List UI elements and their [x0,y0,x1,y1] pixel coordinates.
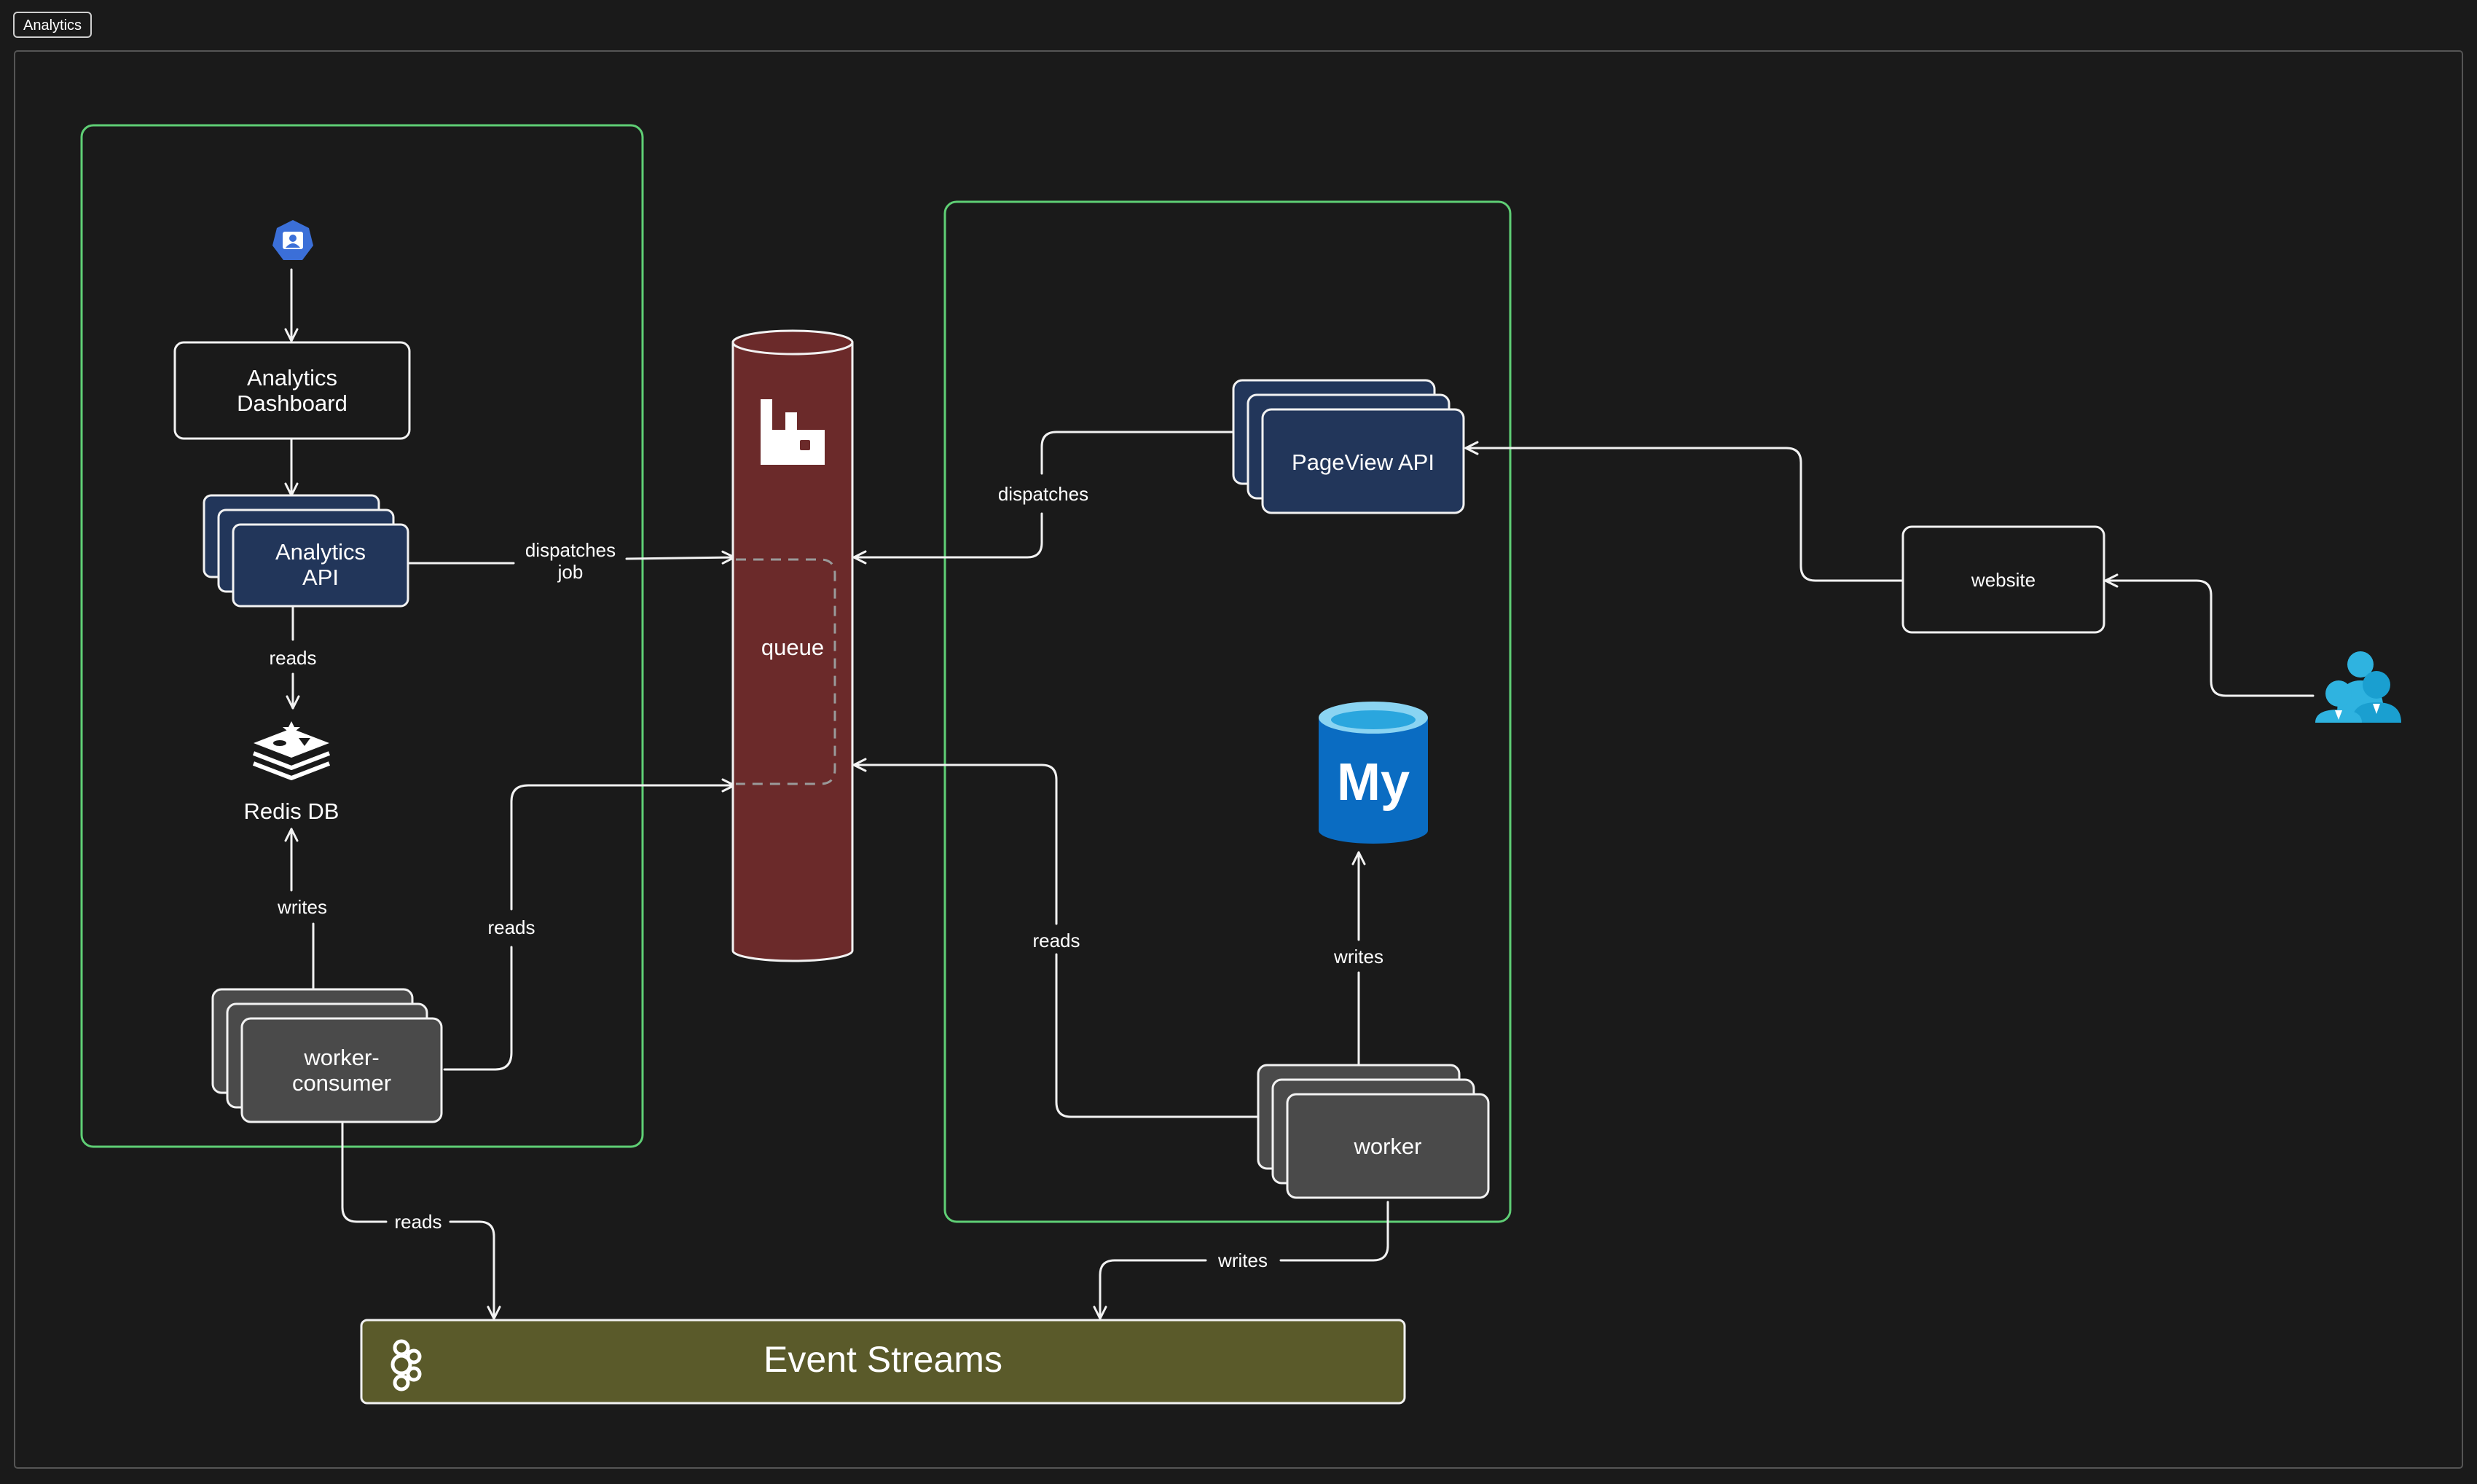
edge-label-worker-reads-queue: reads [1032,930,1080,951]
edge-users-to-website [2104,573,2315,697]
website-node[interactable]: website [1901,525,2105,634]
analytics-api-node[interactable]: Analytics API [203,494,409,608]
svg-text:consumer: consumer [292,1070,391,1096]
edge-api-to-queue [408,557,734,563]
worker-node[interactable]: worker [1257,1064,1490,1199]
svg-text:Dashboard: Dashboard [237,390,348,416]
kubernetes-user-icon[interactable] [272,220,313,260]
users-icon[interactable] [2315,651,2401,723]
svg-text:Analytics: Analytics [247,365,337,390]
right-group-container[interactable] [943,200,1512,1223]
edge-worker-to-queue [854,765,1258,1118]
analytics-frame [14,50,2463,1469]
rabbitmq-icon [761,399,825,465]
left-group-container[interactable] [80,124,644,1148]
svg-text:worker: worker [1353,1134,1421,1159]
svg-text:My: My [1337,753,1410,812]
event-streams-node[interactable]: Event Streams [360,1319,1406,1405]
pageview-api-node[interactable]: PageView API [1232,379,1465,514]
svg-text:website: website [1971,569,2036,591]
svg-text:API: API [302,565,339,590]
mysql-icon[interactable]: My [1319,702,1428,844]
edge-label-consumer-reads-streams: reads [394,1211,441,1233]
edge-label-reads-redis: reads [269,647,316,669]
svg-text:Analytics: Analytics [275,539,366,565]
edge-label-consumer-reads-queue: reads [487,916,535,938]
redis-db-label: Redis DB [244,798,339,824]
queue-label: queue [761,635,824,660]
edge-label-pageview-dispatches: dispatches [998,483,1088,505]
edge-label-worker-writes-streams: writes [1217,1249,1268,1271]
svg-text:Event Streams: Event Streams [763,1339,1002,1380]
edge-consumer-to-queue [443,785,734,1071]
worker-consumer-node[interactable]: worker- consumer [211,988,443,1123]
edge-consumer-to-redis [291,829,315,991]
kafka-icon [390,1339,422,1391]
edge-label-writes-redis: writes [277,896,327,918]
svg-text:PageView API: PageView API [1292,449,1434,475]
edge-pageview-to-queue [854,431,1234,557]
frame-label[interactable]: Analytics [13,12,93,38]
edge-label-job: job [557,561,584,583]
svg-text:worker-: worker- [303,1045,379,1070]
edge-worker-to-streams [1100,1201,1389,1319]
queue-subgroup [736,558,836,785]
edge-label-dispatches: dispatches [525,539,616,561]
edge-label-worker-writes-mysql: writes [1333,946,1383,967]
edge-website-to-pageview [1464,441,1904,582]
queue-cylinder[interactable] [731,329,854,962]
analytics-dashboard-node[interactable]: Analytics Dashboard [173,341,411,440]
edge-consumer-to-streams [341,1122,494,1319]
redis-icon[interactable] [252,721,331,780]
